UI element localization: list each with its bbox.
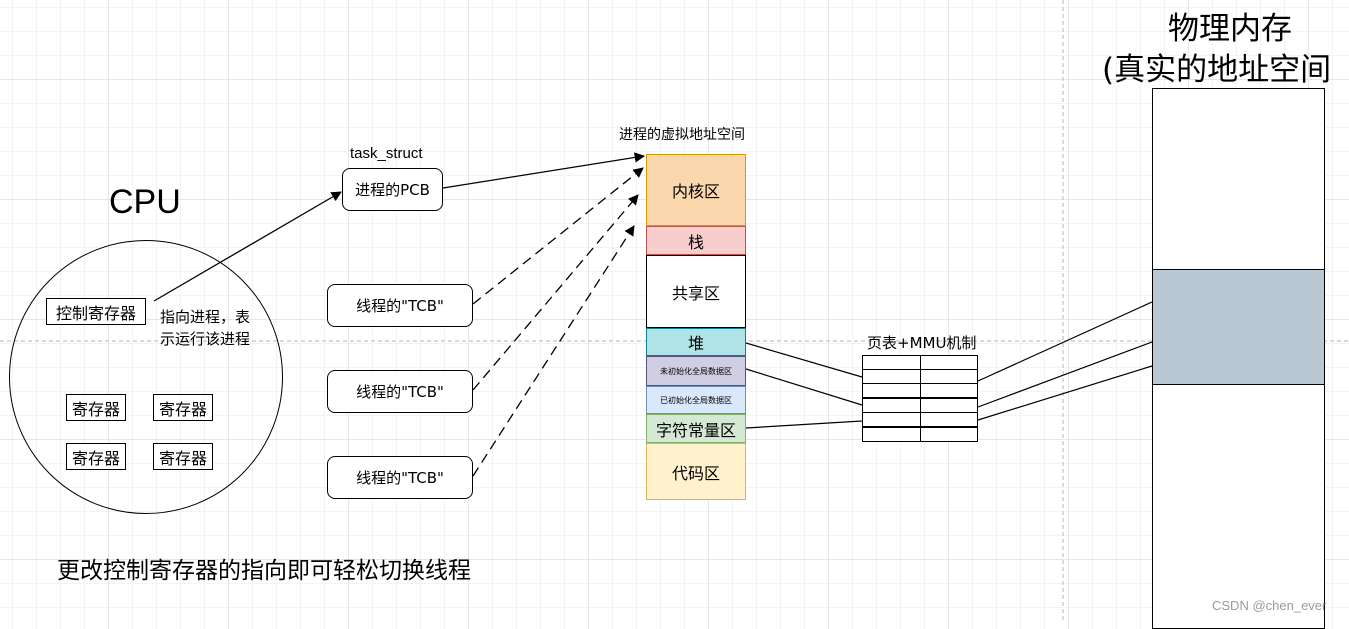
physical-memory-block-top xyxy=(1152,88,1325,270)
register-box: 寄存器 xyxy=(153,443,213,470)
control-to-pcb-arrow xyxy=(153,191,342,302)
initialized-data-segment: 已初始化全局数据区 xyxy=(646,386,746,414)
task-struct-label: task_struct xyxy=(350,145,423,162)
string-constant-segment: 字符常量区 xyxy=(646,414,746,443)
kernel-segment: 内核区 xyxy=(646,154,746,226)
cpu-title: CPU xyxy=(109,183,181,221)
stack-segment: 栈 xyxy=(646,226,746,255)
thread-tcb-box: 线程的"TCB" xyxy=(327,370,473,413)
uninitialized-data-segment: 未初始化全局数据区 xyxy=(646,356,746,386)
data-to-page-table-line xyxy=(745,368,863,406)
watermark: CSDN @chen_ever xyxy=(1212,598,1327,613)
register-box: 寄存器 xyxy=(66,443,126,470)
page-table-to-memory-line xyxy=(977,341,1153,408)
process-pcb-box: 进程的PCB xyxy=(342,168,443,211)
control-register-box: 控制寄存器 xyxy=(46,298,146,325)
cpu-circle xyxy=(9,240,283,514)
page-table-cell xyxy=(920,383,978,398)
page-table-to-memory-line xyxy=(977,365,1153,421)
shared-segment: 共享区 xyxy=(646,255,746,328)
page-table xyxy=(862,355,978,442)
tcb-dashed-arrow xyxy=(472,167,644,305)
register-box: 寄存器 xyxy=(66,394,126,421)
pointer-note-line2: 示运行该进程 xyxy=(160,330,251,348)
heap-segment: 堆 xyxy=(646,328,746,356)
page-table-to-memory-line xyxy=(977,301,1153,382)
virtual-space-title: 进程的虚拟地址空间 xyxy=(619,127,745,143)
physical-memory-block-bottom xyxy=(1152,384,1325,629)
code-segment: 代码区 xyxy=(646,443,746,500)
heap-to-page-table-line xyxy=(745,342,863,378)
caption: 更改控制寄存器的指向即可轻松切换线程 xyxy=(57,558,471,584)
tcb-dashed-arrow xyxy=(472,194,639,391)
thread-tcb-box: 线程的"TCB" xyxy=(327,456,473,499)
page-table-title: 页表+MMU机制 xyxy=(867,334,977,352)
physical-memory-title-line2: (真实的地址空间 xyxy=(1102,52,1332,88)
page-table-cell xyxy=(920,427,978,442)
tcb-dashed-arrow xyxy=(472,225,635,477)
pointer-note-line1: 指向进程，表 xyxy=(160,308,251,326)
pcb-to-address-space-arrow xyxy=(442,152,646,189)
physical-memory-title-line1: 物理内存 xyxy=(1168,11,1292,47)
page-table-cell xyxy=(920,412,978,427)
register-box: 寄存器 xyxy=(153,394,213,421)
const-to-page-table-line xyxy=(745,420,863,429)
thread-tcb-box: 线程的"TCB" xyxy=(327,284,473,327)
